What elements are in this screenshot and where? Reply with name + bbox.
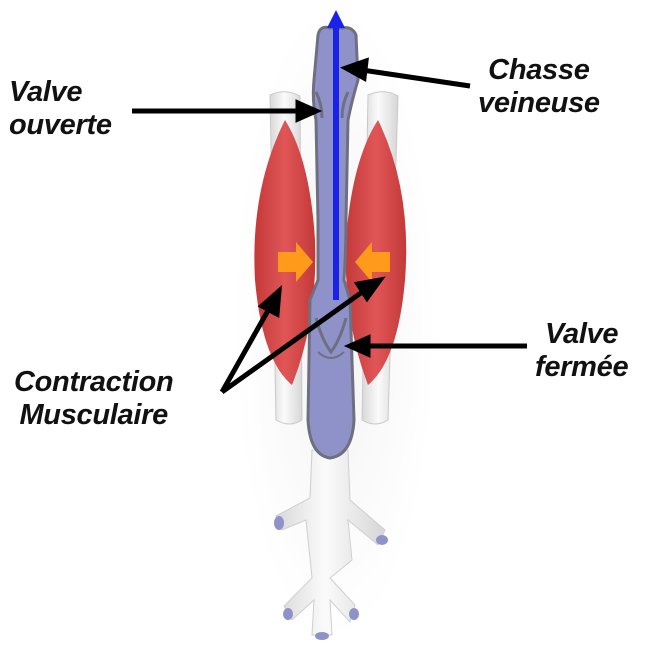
venous-flush-label: Chasse veineuse [478, 54, 600, 120]
valve-open-line-2: ouverte [9, 109, 112, 142]
muscle-contraction-label: Contraction Musculaire [14, 366, 173, 432]
valve-closed-label: Valve fermée [535, 318, 628, 384]
valve-closed-line-1: Valve [535, 318, 628, 351]
valve-closed-line-2: fermée [535, 351, 628, 384]
venous-flush-line-1: Chasse [478, 54, 600, 87]
muscle-contraction-line-2: Musculaire [14, 399, 173, 432]
venous-flush-line-2: veineuse [478, 87, 600, 120]
valve-open-label: Valve ouverte [9, 76, 112, 142]
valve-open-line-1: Valve [9, 76, 112, 109]
muscle-contraction-line-1: Contraction [14, 366, 173, 399]
